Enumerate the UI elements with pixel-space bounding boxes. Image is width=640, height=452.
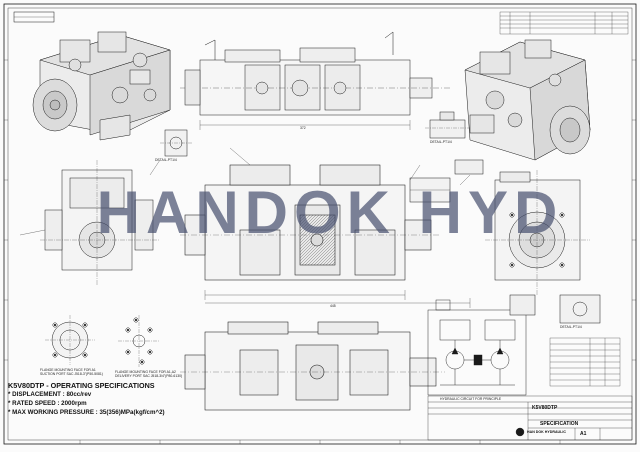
spec-displacement: * DISPLACEMENT : 80cc/rev bbox=[8, 391, 92, 398]
right-detail-valve bbox=[509, 294, 601, 324]
end-view-right bbox=[485, 170, 590, 295]
detail-label-3: DETAIL-PT1/4 bbox=[560, 325, 582, 329]
revision-table bbox=[499, 11, 629, 35]
title-block-company: HAN DOK HYDRAULIC bbox=[527, 430, 566, 434]
detail-port-right bbox=[425, 111, 470, 139]
spec-max-pressure: * MAX WORKING PRESSURE : 35(356)MPa(kgf/… bbox=[8, 409, 165, 416]
bottom-plan-view bbox=[180, 321, 445, 411]
end-view-left bbox=[40, 160, 160, 285]
flange-suction bbox=[45, 315, 95, 365]
front-view-main bbox=[180, 164, 471, 308]
iso-pump-right bbox=[464, 39, 591, 161]
detail-port-mid bbox=[409, 159, 484, 203]
top-side-view bbox=[180, 31, 450, 130]
border-ticks bbox=[4, 59, 636, 444]
flange-delivery bbox=[118, 315, 160, 367]
spec-table bbox=[549, 337, 621, 387]
flange-suction-label: FLANGE MOUNTING FACE FOR A1 SUCTION PORT… bbox=[40, 368, 103, 376]
title-block-frame bbox=[427, 395, 633, 441]
watermark-text: HANDOK HYD bbox=[96, 179, 564, 246]
flange-delivery-label: FLANGE MOUNTING FACE FOR A1,A2 DELIVERY … bbox=[115, 370, 183, 378]
title-block-sheet: A1 bbox=[580, 431, 587, 437]
hydraulic-circuit bbox=[427, 299, 527, 396]
detail-label-2: DETAIL-PT1/4 bbox=[430, 140, 452, 144]
title-block-model: K5V80DTP bbox=[532, 405, 558, 411]
leader-lines bbox=[19, 147, 471, 236]
title-block-doc: SPECIFICATION bbox=[540, 421, 579, 427]
detail-flange-top bbox=[160, 129, 192, 157]
detail-label-1: DETAIL-PT1/4 bbox=[155, 158, 177, 162]
specs-title: K5V80DTP - OPERATING SPECIFICATIONS bbox=[8, 381, 155, 390]
circuit-label: HYDRAULIC CIRCUIT FOR PRINCIPLE bbox=[440, 397, 502, 401]
iso-pump-left bbox=[32, 31, 171, 141]
dimension-mid: 445 bbox=[330, 304, 336, 308]
spec-rated-speed: * RATED SPEED : 2000rpm bbox=[8, 400, 87, 407]
dimension-top: 372 bbox=[300, 126, 306, 130]
